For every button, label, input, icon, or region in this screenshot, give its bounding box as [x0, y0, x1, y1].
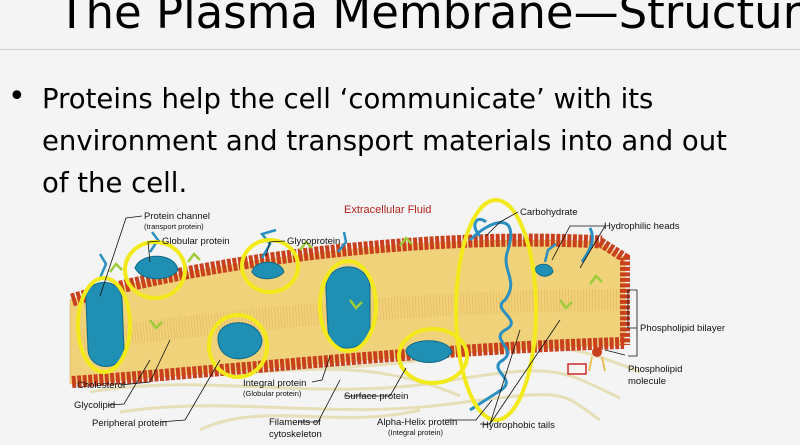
- alpha-helix-protein: [468, 217, 594, 412]
- right-protein: [534, 263, 554, 277]
- leader-lines: [99, 211, 638, 425]
- bullet-line-3: of the cell.: [42, 167, 188, 199]
- phospholipid-molecule-label-1: Phospholipid: [628, 364, 682, 375]
- peripheral-protein-label: Peripheral protein: [92, 418, 167, 429]
- highlight-large-protein: [318, 259, 378, 353]
- glycolipid-label: Glycolipid: [74, 400, 115, 411]
- phospholipid-bilayer-label: Phospholipid bilayer: [640, 323, 725, 334]
- hydrophobic-tails-label: Hydrophobic tails: [482, 420, 555, 431]
- bullet-point: • Proteins help the cell ‘communicate’ w…: [8, 78, 794, 204]
- membrane-proteins: [85, 255, 554, 367]
- protein-channel-label: Protein channel: [144, 211, 210, 222]
- filaments-label-1: Filaments of: [269, 417, 321, 428]
- glycoprotein-label: Glycoprotein: [287, 236, 340, 247]
- bullet-line-2: environment and transport materials into…: [42, 125, 727, 157]
- protein-channel: [85, 281, 125, 367]
- highlight-integral: [207, 313, 269, 379]
- surface-protein: [405, 340, 453, 363]
- alpha-helix-sublabel: (Integral protein): [388, 428, 444, 437]
- highlight-alpha-helix: [454, 198, 538, 422]
- large-integral-protein: [325, 266, 371, 349]
- bullet-line-1: Proteins help the cell ‘communicate’ wit…: [42, 83, 654, 115]
- highlight-globular: [123, 240, 187, 300]
- phospholipid-molecule-icon: [567, 347, 606, 375]
- cholesterol-label: Cholesterol: [77, 380, 125, 391]
- integral-protein-sublabel: (Globular protein): [243, 389, 302, 398]
- slide-title: The Plasma Membrane—Structure: [58, 0, 800, 39]
- surface-protein-label: Surface protein: [344, 391, 408, 402]
- highlight-ellipses: [76, 198, 538, 422]
- carbohydrate-label: Carbohydrate: [520, 207, 578, 218]
- protein-channel-sublabel: (transport protein): [144, 222, 204, 231]
- extracellular-fluid-label: Extracellular Fluid: [344, 204, 431, 216]
- highlight-surface: [397, 327, 469, 385]
- integral-protein: [217, 322, 263, 360]
- filaments-label-2: cytoskeleton: [269, 429, 322, 440]
- globular-protein-label: Globular protein: [162, 236, 230, 247]
- phospholipid-molecule-label-2: molecule: [628, 376, 666, 387]
- hydrophilic-heads-label: Hydrophilic heads: [604, 221, 680, 232]
- alpha-helix-label: Alpha-Helix protein: [377, 417, 457, 428]
- glycolipid-markers: [109, 236, 603, 330]
- integral-protein-label: Integral protein: [243, 378, 306, 389]
- glycoprotein-body: [251, 261, 285, 280]
- title-divider: [0, 49, 800, 50]
- globular-protein-top: [134, 255, 179, 280]
- highlight-glycoprotein: [240, 238, 300, 294]
- highlight-channel: [76, 276, 132, 374]
- bullet-icon: •: [8, 79, 26, 114]
